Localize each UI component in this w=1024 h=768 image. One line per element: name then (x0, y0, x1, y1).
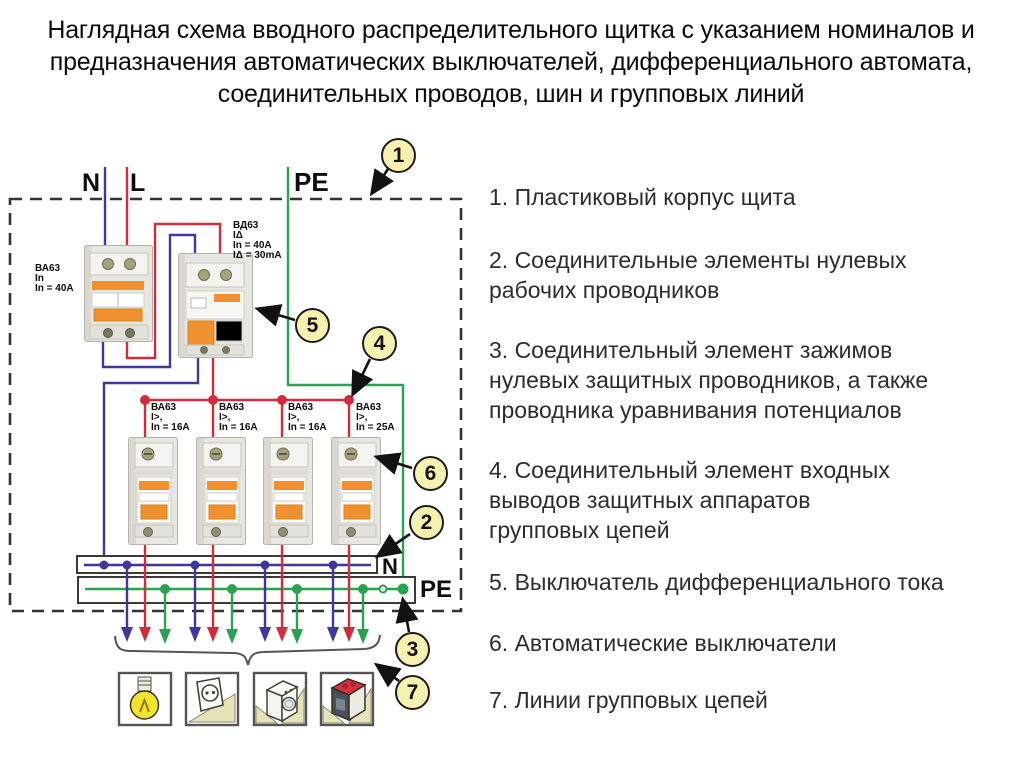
legend-item-5: 5. Выключатель дифференциального тока (489, 569, 944, 595)
group-input-bus (140, 395, 354, 437)
input-breaker-device (84, 245, 153, 342)
group-breaker-devices (127, 436, 382, 546)
electric-stove-icon (319, 671, 375, 727)
washing-machine-icon (252, 671, 308, 727)
supply-neutral-label: N (82, 169, 101, 197)
group-breaker-1-label: ВА63 I>, In = 16A (151, 402, 190, 433)
diagram-canvas (8, 167, 463, 727)
pe-busbar (77, 576, 416, 604)
group-line-arrows (121, 545, 369, 644)
supply-phase-label: L (130, 169, 146, 197)
legend-item-6: 6. Автоматические выключатели (489, 630, 837, 656)
rcd-device (178, 253, 253, 358)
wall-socket-icon (184, 671, 240, 727)
phase-link-wire (125, 222, 222, 360)
group-lines-brace (114, 634, 381, 666)
input-breaker-label: ВА63 In In = 40A (35, 263, 74, 294)
enclosure-dashed-border (8, 197, 463, 613)
light-bulb-icon (117, 671, 173, 727)
callout-2: 2 (409, 505, 444, 540)
wiring-diagram: N L PE ВА63 In In = 40A ВД63 IΔ In = 40A… (0, 130, 480, 768)
neutral-busbar-label: N (382, 554, 398, 579)
legend-item-7: 7. Линии групповых цепей (489, 687, 768, 713)
supply-earth-label: PE (294, 167, 329, 197)
earth-pe-wire (286, 167, 405, 586)
callout-7: 7 (395, 675, 430, 710)
legend-item-1: 1. Пластиковый корпус щита (489, 184, 796, 210)
group-breaker-2-label: ВА63 I>, In = 16A (219, 402, 258, 433)
group-breaker-4-label: ВА63 I>, In = 25A (356, 402, 395, 433)
neutral-link-wire (101, 233, 197, 369)
callout-6: 6 (413, 456, 448, 491)
callout-4: 4 (362, 326, 397, 361)
callout-arrows (254, 168, 419, 688)
legend-item-2: 2. Соединительные элементы нулевых рабоч… (489, 247, 907, 303)
rcd-label: ВД63 IΔ In = 40A IΔ = 30mA (233, 220, 282, 261)
callout-5: 5 (295, 308, 330, 343)
callout-3: 3 (395, 632, 430, 667)
pe-busbar-label: PE (420, 576, 453, 603)
callout-1: 1 (381, 138, 416, 173)
legend: 1. Пластиковый корпус щита 2. Соединител… (489, 130, 1024, 768)
legend-item-4: 4. Соединительный элемент входных выводо… (489, 457, 890, 543)
page-title: Наглядная схема вводного распределительн… (47, 16, 975, 108)
legend-item-3: 3. Соединительный элемент зажимов нулевы… (489, 337, 929, 423)
group-breaker-3-label: ВА63 I>, In = 16A (288, 402, 327, 433)
rcd-neutral-out-wire (102, 356, 200, 565)
